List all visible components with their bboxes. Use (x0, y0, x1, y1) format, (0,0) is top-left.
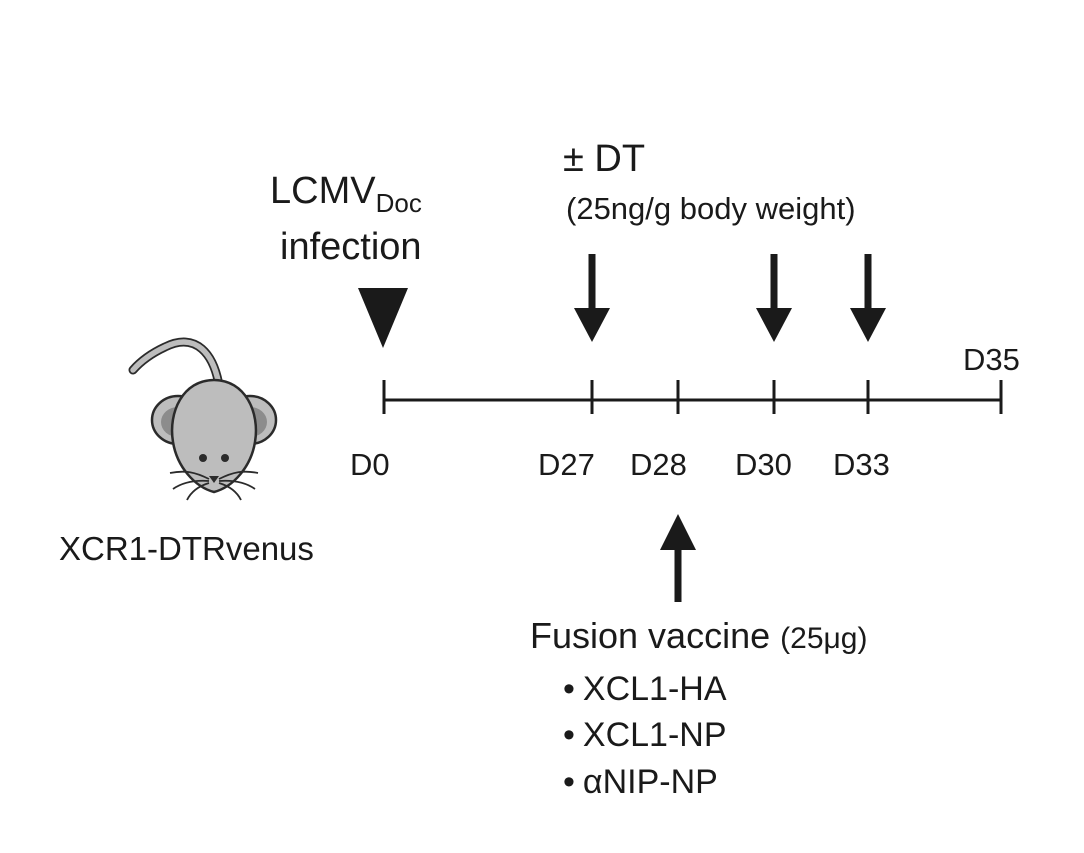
virus-name: LCMV (270, 170, 376, 212)
vaccine-arrow-up-icon (660, 514, 696, 550)
vaccine-title-line: Fusion vaccine (25μg) (530, 618, 867, 654)
dt-arrow-down-icon (756, 254, 792, 342)
bullet-icon: • (563, 670, 575, 708)
vaccine-item: •XCL1-NP (563, 716, 727, 754)
dt-arrow-down-icon (574, 254, 610, 342)
infection-caption: infection (280, 226, 422, 268)
virus-strain-subscript: Doc (375, 188, 422, 218)
day-label-d33: D33 (833, 447, 890, 482)
vaccine-arrow (660, 514, 696, 602)
vaccine-dose: (25μg) (780, 622, 868, 655)
day-label-d28: D28 (630, 447, 687, 482)
day-label-d0: D0 (350, 447, 390, 482)
timeline-ticks (382, 380, 1003, 414)
vaccine-title: Fusion vaccine (530, 615, 771, 656)
vaccine-item: •XCL1-HA (563, 670, 727, 708)
dt-arrows (574, 254, 886, 342)
infection-label: LCMVDoc (270, 172, 422, 216)
dt-title: ± DT (563, 138, 646, 180)
mouse-icon (128, 337, 278, 501)
bullet-icon: • (563, 763, 575, 801)
vaccine-item: •αNIP-NP (563, 763, 718, 801)
day-label-d30: D30 (735, 447, 792, 482)
bullet-icon: • (563, 716, 575, 754)
dt-dose: (25ng/g body weight) (566, 191, 856, 226)
day-label-d35: D35 (963, 342, 1020, 377)
mouse-strain-label: XCR1-DTRvenus (59, 530, 314, 567)
dt-arrow-down-icon (850, 254, 886, 342)
infection-marker-icon (358, 288, 408, 348)
day-label-d27: D27 (538, 447, 595, 482)
